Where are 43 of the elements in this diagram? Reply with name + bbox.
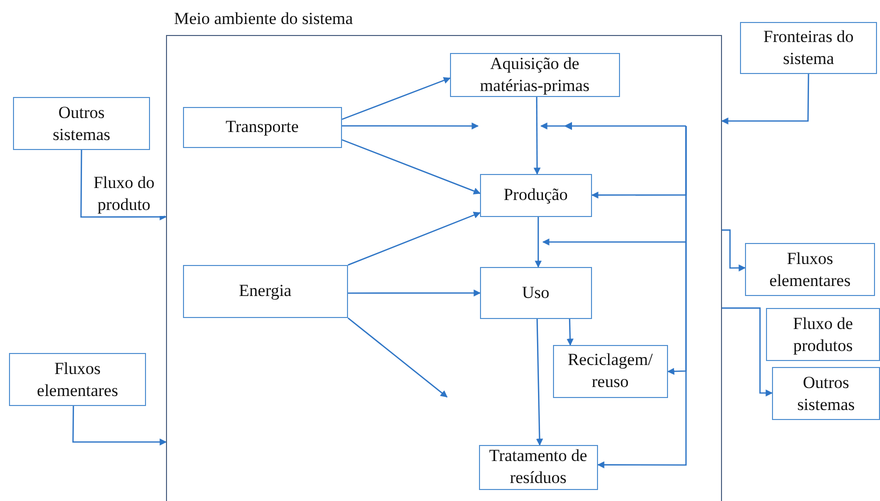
process-box [772,367,880,420]
process-box [182,264,348,318]
process-box [182,106,342,148]
process-box [480,174,592,217]
arrow [597,126,687,468]
process-box [745,243,875,296]
box-label: Reciclagem/ reuso [566,349,654,394]
arrow [721,74,810,124]
process-box [766,308,880,361]
box-label: Outros sistemas [52,102,112,146]
arrow [342,77,451,120]
process-box [552,344,668,398]
arrow [722,307,773,396]
arrow [534,97,541,175]
box-label: Tratamento de resíduos [488,445,588,490]
arrow [534,217,542,268]
process-box [13,97,150,150]
box-label: Uso [522,282,550,304]
arrow [348,318,448,398]
process-box [478,444,598,490]
box-label: Outros sistemas [796,372,856,416]
box-label: Energia [238,280,292,302]
box-label: Fluxos elementares [36,358,120,402]
process-box [450,52,620,97]
box-label: Fluxo de produtos [792,312,854,356]
box-label: Fluxos elementares [768,248,852,292]
box-label: Transporte [226,116,299,138]
arrow [536,318,544,446]
box-label: Fronteiras do sistema [762,26,855,70]
process-box [480,266,592,319]
process-box [9,353,146,406]
process-box [740,22,877,74]
box-label: Aquisição de matérias-primas [478,52,590,97]
arrow [342,139,481,194]
box-label: Produção [504,184,568,206]
arrow [566,318,574,346]
arrow [348,212,481,266]
arrow [342,122,479,130]
arrow [722,229,746,272]
arrow [80,150,167,220]
arrow [348,290,481,296]
arrow [72,406,167,446]
boundary-title: Meio ambiente do sistema [174,8,353,30]
